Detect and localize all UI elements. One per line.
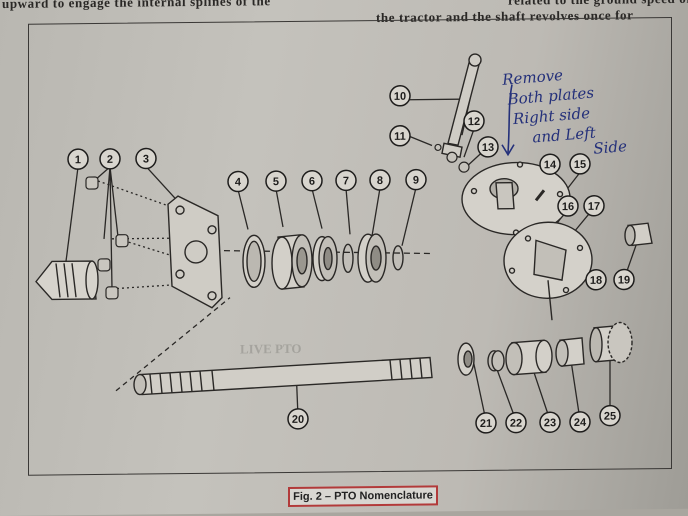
callout-label: 19: [618, 274, 630, 286]
drive-gear-part: [589, 321, 633, 364]
callout-label: 17: [588, 201, 600, 213]
callout-label: 23: [544, 417, 556, 429]
callout-label: 11: [394, 131, 406, 143]
handwritten-arrow: [501, 84, 515, 157]
callout-label: 2: [107, 154, 113, 166]
callout-3: [135, 147, 157, 170]
retaining-ring-part: [392, 245, 404, 271]
callout-21: [475, 412, 497, 434]
callout-label: 1: [75, 154, 81, 166]
callout-label: 14: [544, 159, 557, 171]
callout-8: [369, 169, 391, 191]
ball-bearing-part: [357, 233, 387, 283]
callout-18: [585, 269, 607, 291]
callout-23: [539, 411, 561, 433]
callout-7: [335, 169, 357, 192]
callout-label: 9: [413, 175, 419, 187]
callout-label: 13: [482, 142, 494, 154]
washer-part: [446, 151, 458, 163]
callout-19: [613, 268, 635, 291]
figure-caption: Fig. 2 – PTO Nomenclature: [288, 485, 438, 507]
pin-part: [434, 143, 442, 152]
callout-label: 15: [574, 159, 586, 171]
callout-10: [389, 85, 411, 107]
callout-24: [569, 411, 591, 433]
callout-label: 16: [562, 201, 574, 213]
callout-22: [505, 411, 527, 434]
callout-label: 4: [235, 176, 242, 188]
callout-13: [477, 136, 499, 158]
callout-label: 20: [292, 414, 304, 426]
callout-1: [67, 148, 89, 170]
callout-6: [301, 169, 323, 192]
callout-11: [389, 125, 411, 147]
shaft-guard-part: [35, 260, 99, 301]
callout-label: 12: [468, 116, 480, 128]
mounting-plate-part: [167, 195, 223, 309]
callout-16: [557, 195, 579, 217]
callout-4: [227, 170, 249, 193]
handwritten-note: Remove Both plates Right side and Left S…: [502, 63, 628, 170]
spacer-part: [487, 350, 505, 372]
sleeve-part: [505, 339, 553, 376]
collar-part: [555, 337, 585, 367]
callout-5: [265, 170, 287, 192]
bearing-part: [312, 235, 338, 282]
callout-17: [583, 195, 605, 217]
callout-label: 8: [377, 175, 383, 187]
callout-label: 22: [510, 418, 522, 430]
bolts-part: [85, 176, 129, 300]
callout-2: [99, 148, 121, 170]
callout-14: [539, 153, 561, 175]
callout-label: 24: [574, 417, 587, 429]
callout-label: 18: [590, 275, 602, 287]
nut-part: [458, 161, 470, 173]
dowel-part: [534, 189, 546, 202]
callout-9: [405, 168, 427, 191]
snap-ring-part: [342, 243, 354, 274]
housing-part: [271, 234, 313, 290]
seal-part: [457, 342, 475, 376]
callout-15: [569, 153, 591, 175]
callout-label: 5: [273, 176, 279, 188]
bushing-part: [624, 222, 653, 247]
callout-label: 21: [480, 418, 492, 430]
callout-20: [287, 408, 309, 430]
pto-shaft-part: [133, 356, 433, 396]
callout-label: 3: [143, 153, 149, 165]
callout-label: 25: [604, 411, 616, 423]
callout-label: 6: [309, 176, 315, 188]
lever-part: [441, 53, 482, 159]
lower-cover-plate-part: [503, 221, 593, 321]
callout-label: 10: [394, 91, 406, 103]
callout-label: 7: [343, 175, 349, 187]
callout-12: [463, 110, 485, 132]
callout-25: [599, 404, 621, 427]
